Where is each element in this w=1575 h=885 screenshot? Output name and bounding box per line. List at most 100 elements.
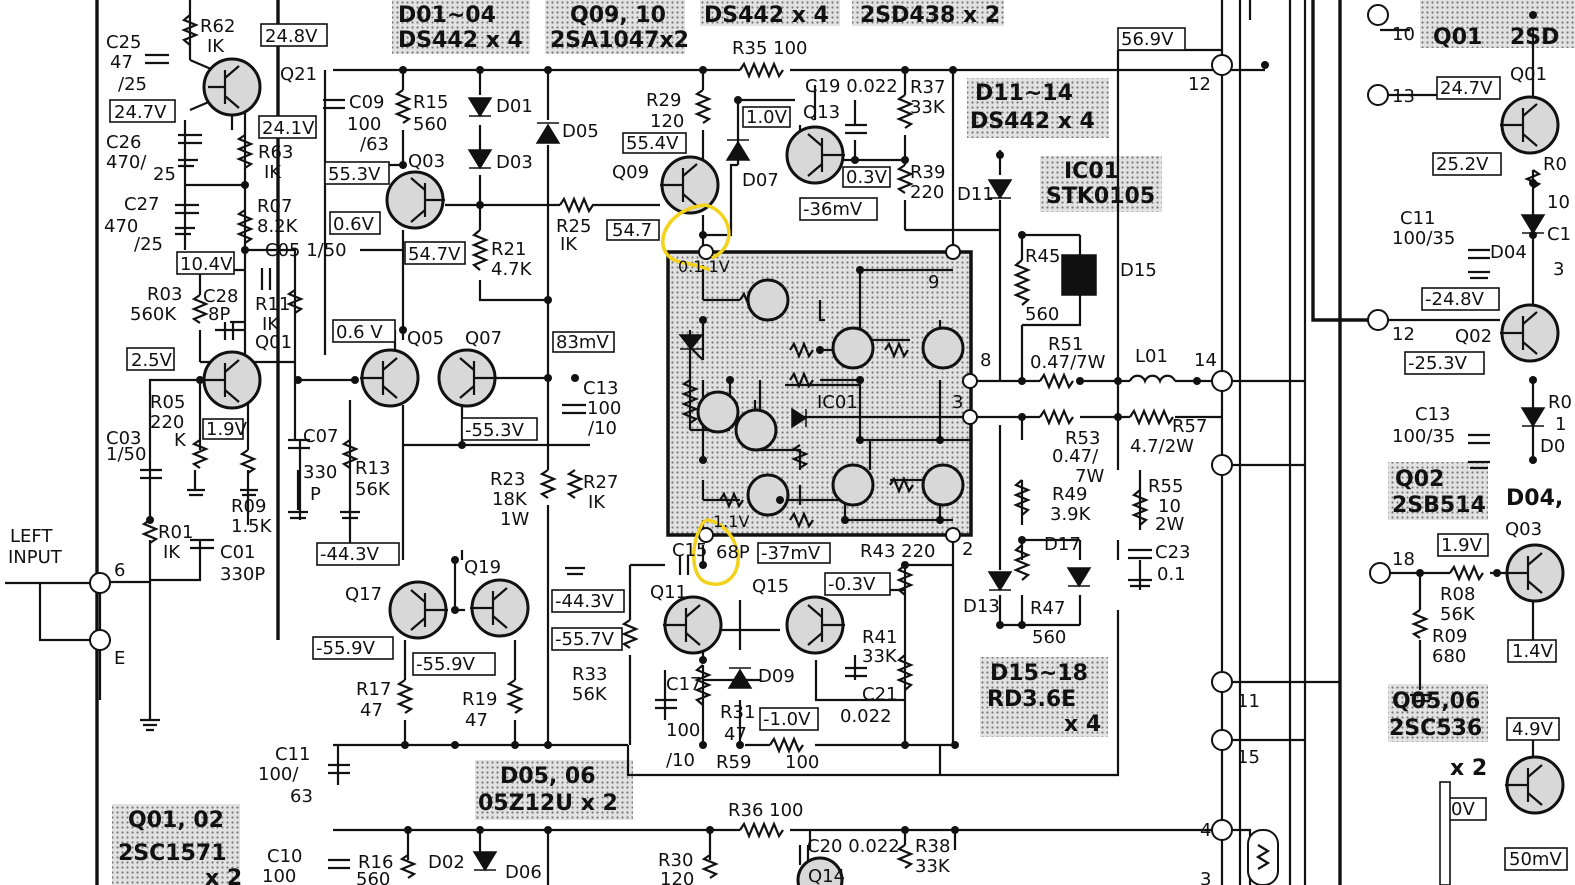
label-right_panel-q01a: Q01 bbox=[1433, 25, 1482, 50]
label-components-C10v: 100 bbox=[262, 866, 296, 885]
label-components-C15v: 68P bbox=[716, 542, 750, 563]
label-right_panel-v19: 1.9V bbox=[1441, 535, 1483, 556]
label-components-C03v: 1/50 bbox=[106, 444, 146, 465]
label-components-R07: R07 bbox=[257, 196, 292, 217]
voltage-neg1.0V: -1.0V bbox=[763, 709, 811, 730]
label-right_panel-v14: 1.4V bbox=[1512, 641, 1554, 662]
voltage-neg0.3V: -0.3V bbox=[828, 574, 876, 595]
capacitors bbox=[140, 53, 1490, 870]
voltage-83mV: 83mV bbox=[556, 332, 609, 353]
label-components-R45v: 560 bbox=[1025, 304, 1059, 325]
label-components-Q09: Q09 bbox=[612, 162, 649, 183]
label-pins-p4: 4 bbox=[1200, 820, 1211, 841]
label-components-D01: D01 bbox=[496, 96, 533, 117]
voltage-neg55.9V-b: -55.9V bbox=[416, 654, 476, 675]
label-pins-p15: 15 bbox=[1237, 747, 1260, 768]
label-components-R17v: 47 bbox=[360, 700, 383, 721]
label-right_panel-r08v: 56K bbox=[1440, 604, 1476, 625]
label-components-C07r: P bbox=[310, 484, 321, 505]
label-right_panel-p12: 12 bbox=[1392, 324, 1415, 345]
label-components-C07: C07 bbox=[303, 426, 338, 447]
label-right_panel-p13: 13 bbox=[1392, 86, 1415, 107]
label-components-D05: D05 bbox=[562, 121, 599, 142]
label-components-R53: R53 bbox=[1065, 428, 1100, 449]
label-shaded_labels-d1114a: D11~14 bbox=[975, 81, 1073, 106]
label-components-Q05: Q05 bbox=[407, 328, 444, 349]
label-right_panel-q03: Q03 bbox=[1505, 519, 1542, 540]
label-components-R37v: 33K bbox=[910, 97, 946, 118]
label-shaded_labels-d1518a: D15~18 bbox=[990, 661, 1088, 686]
label-right_panel-v252: 25.2V bbox=[1436, 154, 1489, 175]
label-right_panel-vn253: -25.3V bbox=[1408, 353, 1468, 374]
label-pins-p3: 3 bbox=[952, 392, 963, 413]
label-components-C13r: /10 bbox=[588, 418, 617, 439]
label-components-R29v: 120 bbox=[650, 111, 684, 132]
label-right_panel-r09: R09 bbox=[1432, 626, 1467, 647]
label-components-R30: R30 bbox=[658, 850, 693, 871]
label-components-Q03: Q03 bbox=[408, 151, 445, 172]
label-components-R33: R33 bbox=[572, 664, 607, 685]
label-shaded_labels-ic01b: STK0105 bbox=[1046, 184, 1155, 209]
label-components-R09: R09 bbox=[231, 496, 266, 517]
label-components-R07v: 8.2K bbox=[257, 216, 299, 237]
label-components-R16v: 560 bbox=[356, 869, 390, 885]
label-components-R43: R43 220 bbox=[860, 541, 936, 562]
label-components-R55r: 2W bbox=[1155, 514, 1184, 535]
label-pins-p11: 11 bbox=[1237, 691, 1260, 712]
label-shaded_labels-q0910a: Q09, 10 bbox=[570, 3, 666, 28]
label-right_panel-c13v: 100/35 bbox=[1392, 426, 1455, 447]
transistors[interactable] bbox=[202, 57, 1565, 885]
label-right_panel-r08: R08 bbox=[1440, 584, 1475, 605]
label-components-C27v: 470 bbox=[104, 216, 138, 237]
label-shaded_labels-sd438: 2SD438 x 2 bbox=[860, 3, 1000, 28]
label-components-C23v: 0.1 bbox=[1157, 564, 1186, 585]
label-components-R57v: 4.7/2W bbox=[1130, 436, 1194, 457]
label-components-C15: C15 bbox=[672, 540, 707, 561]
label-components-R59v: 100 bbox=[785, 752, 819, 773]
label-components-R16: R16 bbox=[358, 852, 393, 873]
label-right_panel-vn248: -24.8V bbox=[1425, 289, 1485, 310]
resistors bbox=[141, 14, 1542, 879]
label-components-R19: R19 bbox=[462, 689, 497, 710]
label-right_panel-q02a: Q02 bbox=[1395, 467, 1444, 492]
label-components-R23: R23 bbox=[490, 469, 525, 490]
label-components-R13v: 56K bbox=[355, 479, 391, 500]
label-components-R05: R05 bbox=[150, 392, 185, 413]
label-components-C01v: 330P bbox=[220, 564, 265, 585]
label-components-R53v: 0.47/ bbox=[1052, 446, 1099, 467]
label-components-R62: R62 bbox=[200, 16, 235, 37]
label-components-R47v: 560 bbox=[1032, 627, 1066, 648]
inductor-l01[interactable] bbox=[1128, 374, 1177, 385]
label-shaded_labels-d0104b: DS442 x 4 bbox=[398, 28, 523, 53]
voltage-2.5V: 2.5V bbox=[131, 350, 173, 371]
voltage-55.4V: 55.4V bbox=[626, 133, 679, 154]
label-components-R55v: 10 bbox=[1158, 496, 1181, 517]
label-right_panel-r10: 10 bbox=[1547, 192, 1570, 213]
voltage-1.9V: 1.9V bbox=[206, 419, 248, 440]
label-components-R41: R41 bbox=[862, 627, 897, 648]
label-right_panel-v49: 4.9V bbox=[1512, 719, 1554, 740]
voltage-neg55.3V: -55.3V bbox=[465, 420, 525, 441]
label-pins-p2: 2 bbox=[962, 539, 973, 560]
voltage-boxes bbox=[109, 23, 1568, 885]
label-components-C05: C05 1/50 bbox=[265, 240, 347, 261]
label-components-D06: D06 bbox=[505, 862, 542, 883]
label-components-C09v: 100 bbox=[347, 114, 381, 135]
label-components-R45: R45 bbox=[1025, 246, 1060, 267]
ground-symbols bbox=[140, 158, 1490, 732]
diodes[interactable] bbox=[467, 97, 1546, 872]
label-input_label-1: INPUT bbox=[8, 547, 63, 568]
label-components-R39v: 220 bbox=[910, 182, 944, 203]
label-components-R62v: IK bbox=[207, 36, 225, 57]
label-components-D03: D03 bbox=[496, 152, 533, 173]
label-components-C21v: 0.022 bbox=[840, 706, 892, 727]
part-group-labels: D01~04 DS442 x 4 Q09, 10 2SA1047x2 DS442… bbox=[118, 3, 1155, 885]
voltage-24.7V: 24.7V bbox=[114, 102, 167, 123]
label-components-Q07: Q07 bbox=[465, 328, 502, 349]
label-right_panel-c1: C1 bbox=[1547, 224, 1571, 245]
voltage-56.9V: 56.9V bbox=[1121, 29, 1174, 50]
label-components-R51: R51 bbox=[1048, 334, 1083, 355]
label-components-C28v: 8P bbox=[208, 304, 230, 325]
label-right_panel-d0: D0 bbox=[1540, 436, 1565, 457]
